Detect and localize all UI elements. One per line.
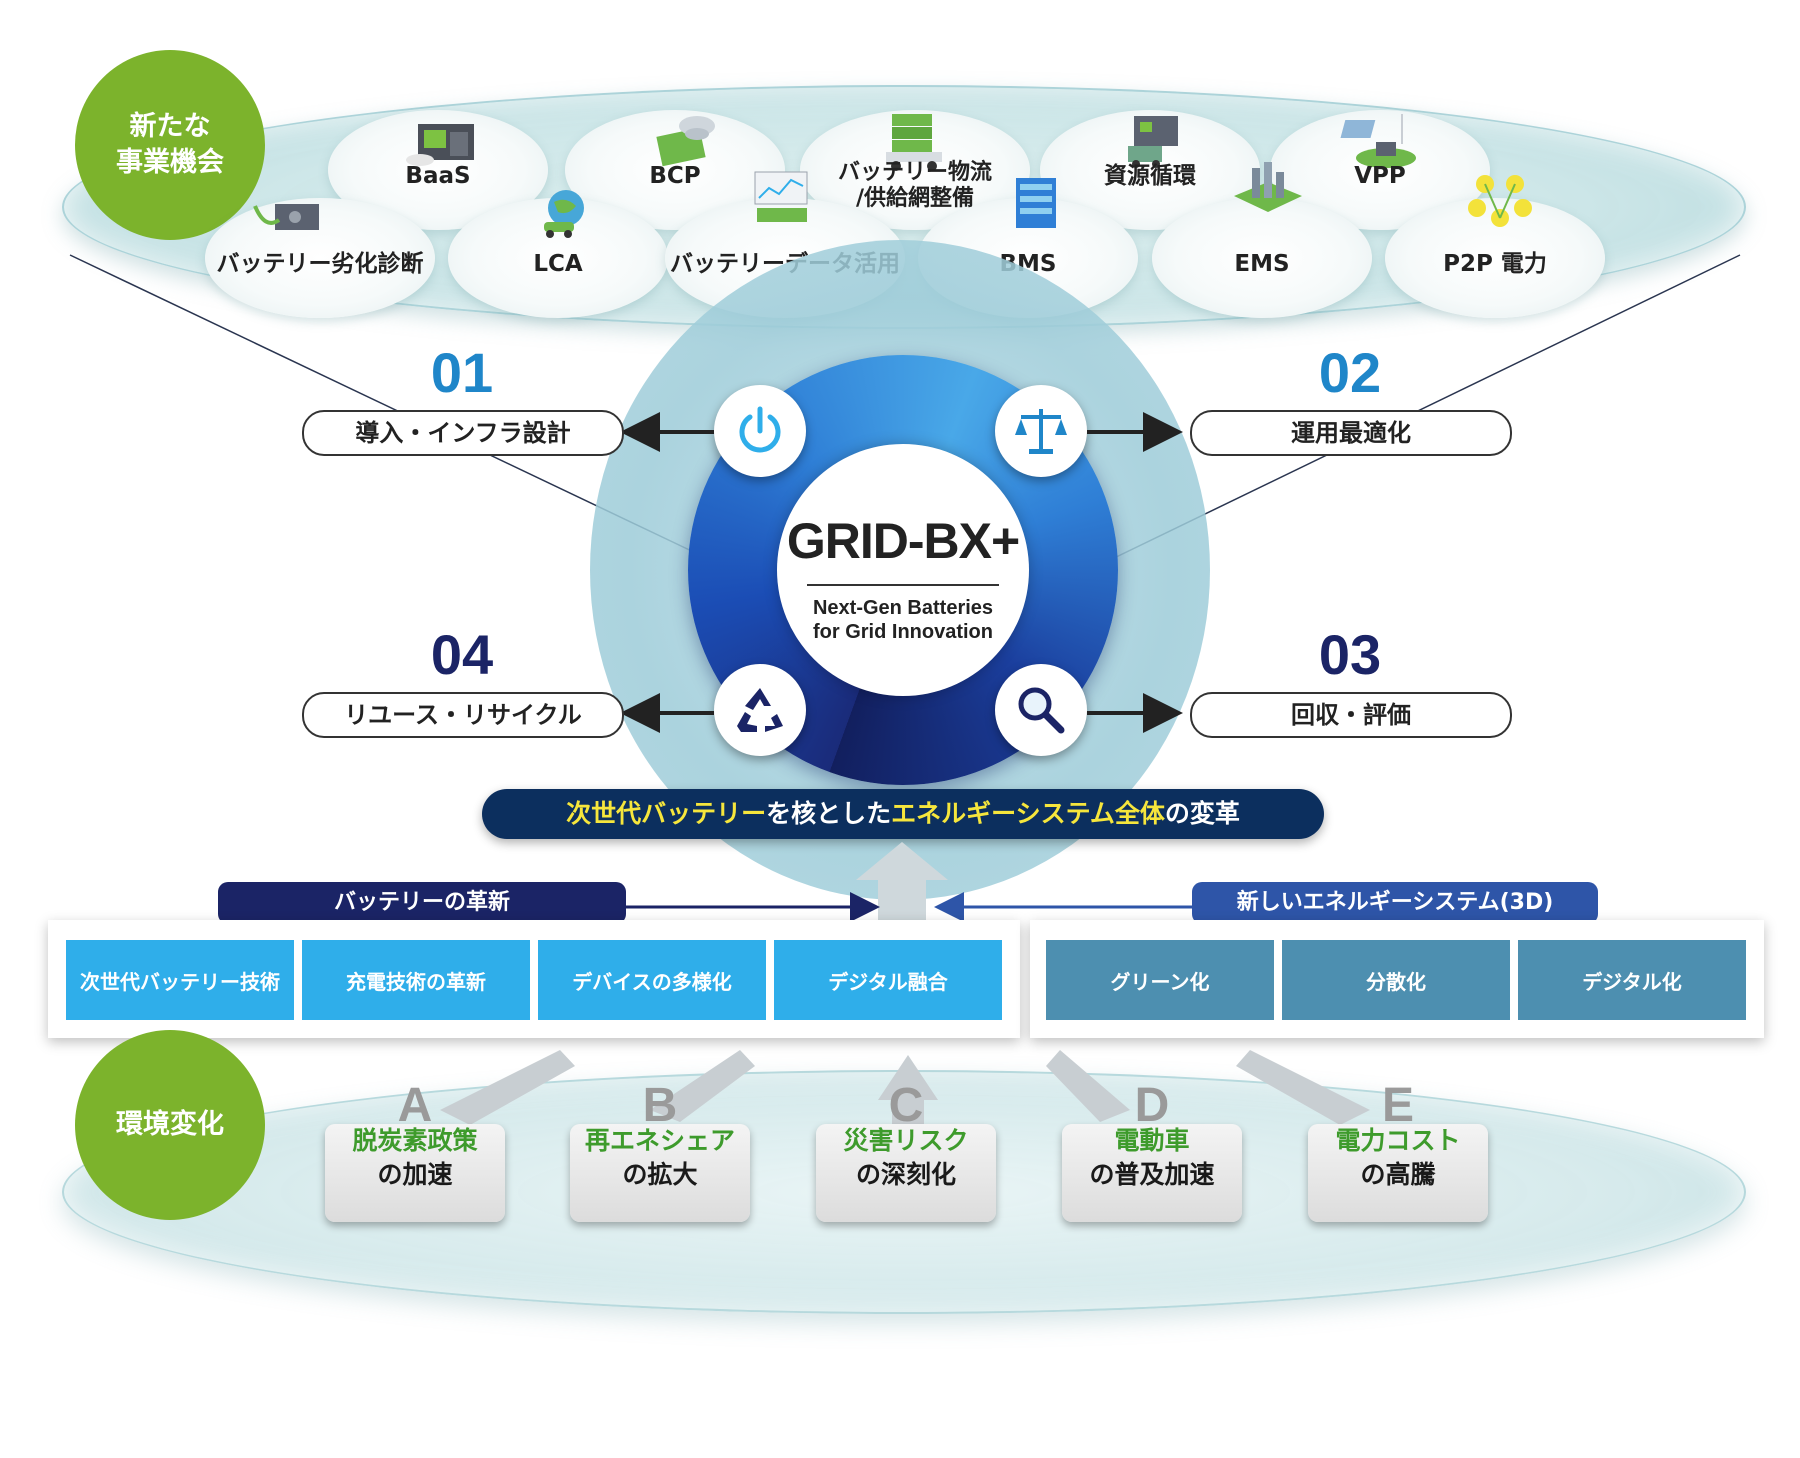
environment-letter-c: C [888, 1079, 924, 1132]
recycling-plant-icon [1128, 116, 1178, 168]
opportunity-p2p-power: P2P 電力 [1385, 175, 1605, 318]
environment-letter-b: B [642, 1079, 678, 1132]
step-02-number: 02 [1318, 341, 1382, 404]
battery-innovation-cell: デジタル融合 [774, 940, 1002, 1020]
energy-system-cell: デジタル化 [1518, 940, 1746, 1020]
battery-management-icon [1016, 178, 1056, 228]
environment-card-a: 脱炭素政策 の加速 [325, 1124, 505, 1222]
energy-system-cell: グリーン化 [1046, 940, 1274, 1020]
opportunity-lca: LCA [448, 190, 668, 318]
battery-innovation-cell: デバイスの多様化 [538, 940, 766, 1020]
step-04-icon-button [714, 664, 806, 756]
energy-system-cell: 分散化 [1282, 940, 1510, 1020]
magnifier-icon [1018, 687, 1065, 734]
virtual-power-plant-icon [1340, 114, 1416, 168]
step-01-label: 導入・インフラ設計 [302, 410, 624, 456]
battery-truck-icon [886, 114, 942, 171]
step-03-icon-button [995, 664, 1087, 756]
environment-letter-d: D [1134, 1079, 1170, 1132]
step-03-number: 03 [1318, 623, 1382, 686]
transformation-banner: 次世代バッテリーを核としたエネルギーシステム全体の変革 [482, 789, 1324, 839]
battery-innovation-cell: 次世代バッテリー技術 [66, 940, 294, 1020]
data-dashboard-icon [754, 171, 808, 222]
battery-stethoscope-icon [253, 204, 319, 230]
power-icon [739, 406, 781, 453]
globe-car-icon [544, 190, 584, 238]
step-02-icon-button [995, 385, 1087, 477]
step-02-label: 運用最適化 [1190, 410, 1512, 456]
disaster-recovery-icon [656, 116, 715, 167]
environment-card-c: 災害リスク の深刻化 [816, 1124, 996, 1222]
step-04-number: 04 [430, 623, 494, 686]
core-divider [807, 584, 999, 586]
grid-bx-core: GRID-BX+ Next-Gen Batteries for Grid Inn… [777, 444, 1029, 696]
environment-badge: 環境変化 [75, 1030, 265, 1220]
smart-city-icon [1234, 162, 1302, 212]
step-01-icon-button [714, 385, 806, 477]
battery-house-icon [406, 124, 474, 166]
environment-card-b: 再エネシェア の拡大 [570, 1124, 750, 1222]
energy-system-title: 新しいエネルギーシステム(3D) [1192, 882, 1598, 924]
opportunity-ems: EMS [1152, 162, 1372, 318]
step-03-label: 回収・評価 [1190, 692, 1512, 738]
lightbulb-network-icon [1468, 175, 1532, 227]
core-title: GRID-BX+ [786, 513, 1020, 569]
environment-letter-a: A [397, 1079, 433, 1132]
environment-card-e: 電力コスト の高騰 [1308, 1124, 1488, 1222]
opportunity-degradation-diagnosis: バッテリー劣化診断 [205, 198, 435, 318]
battery-innovation-cell: 充電技術の革新 [302, 940, 530, 1020]
core-subtitle: Next-Gen Batteries for Grid Innovation [812, 597, 994, 643]
recycle-icon [737, 688, 783, 732]
environment-card-d: 電動車 の普及加速 [1062, 1124, 1242, 1222]
battery-innovation-title: バッテリーの革新 [218, 882, 626, 924]
new-business-badge: 新たな 事業機会 [75, 50, 265, 240]
step-01-number: 01 [430, 341, 494, 404]
step-04-label: リユース・リサイクル [302, 692, 624, 738]
balance-scale-icon [1015, 409, 1067, 454]
environment-letter-e: E [1381, 1079, 1414, 1132]
